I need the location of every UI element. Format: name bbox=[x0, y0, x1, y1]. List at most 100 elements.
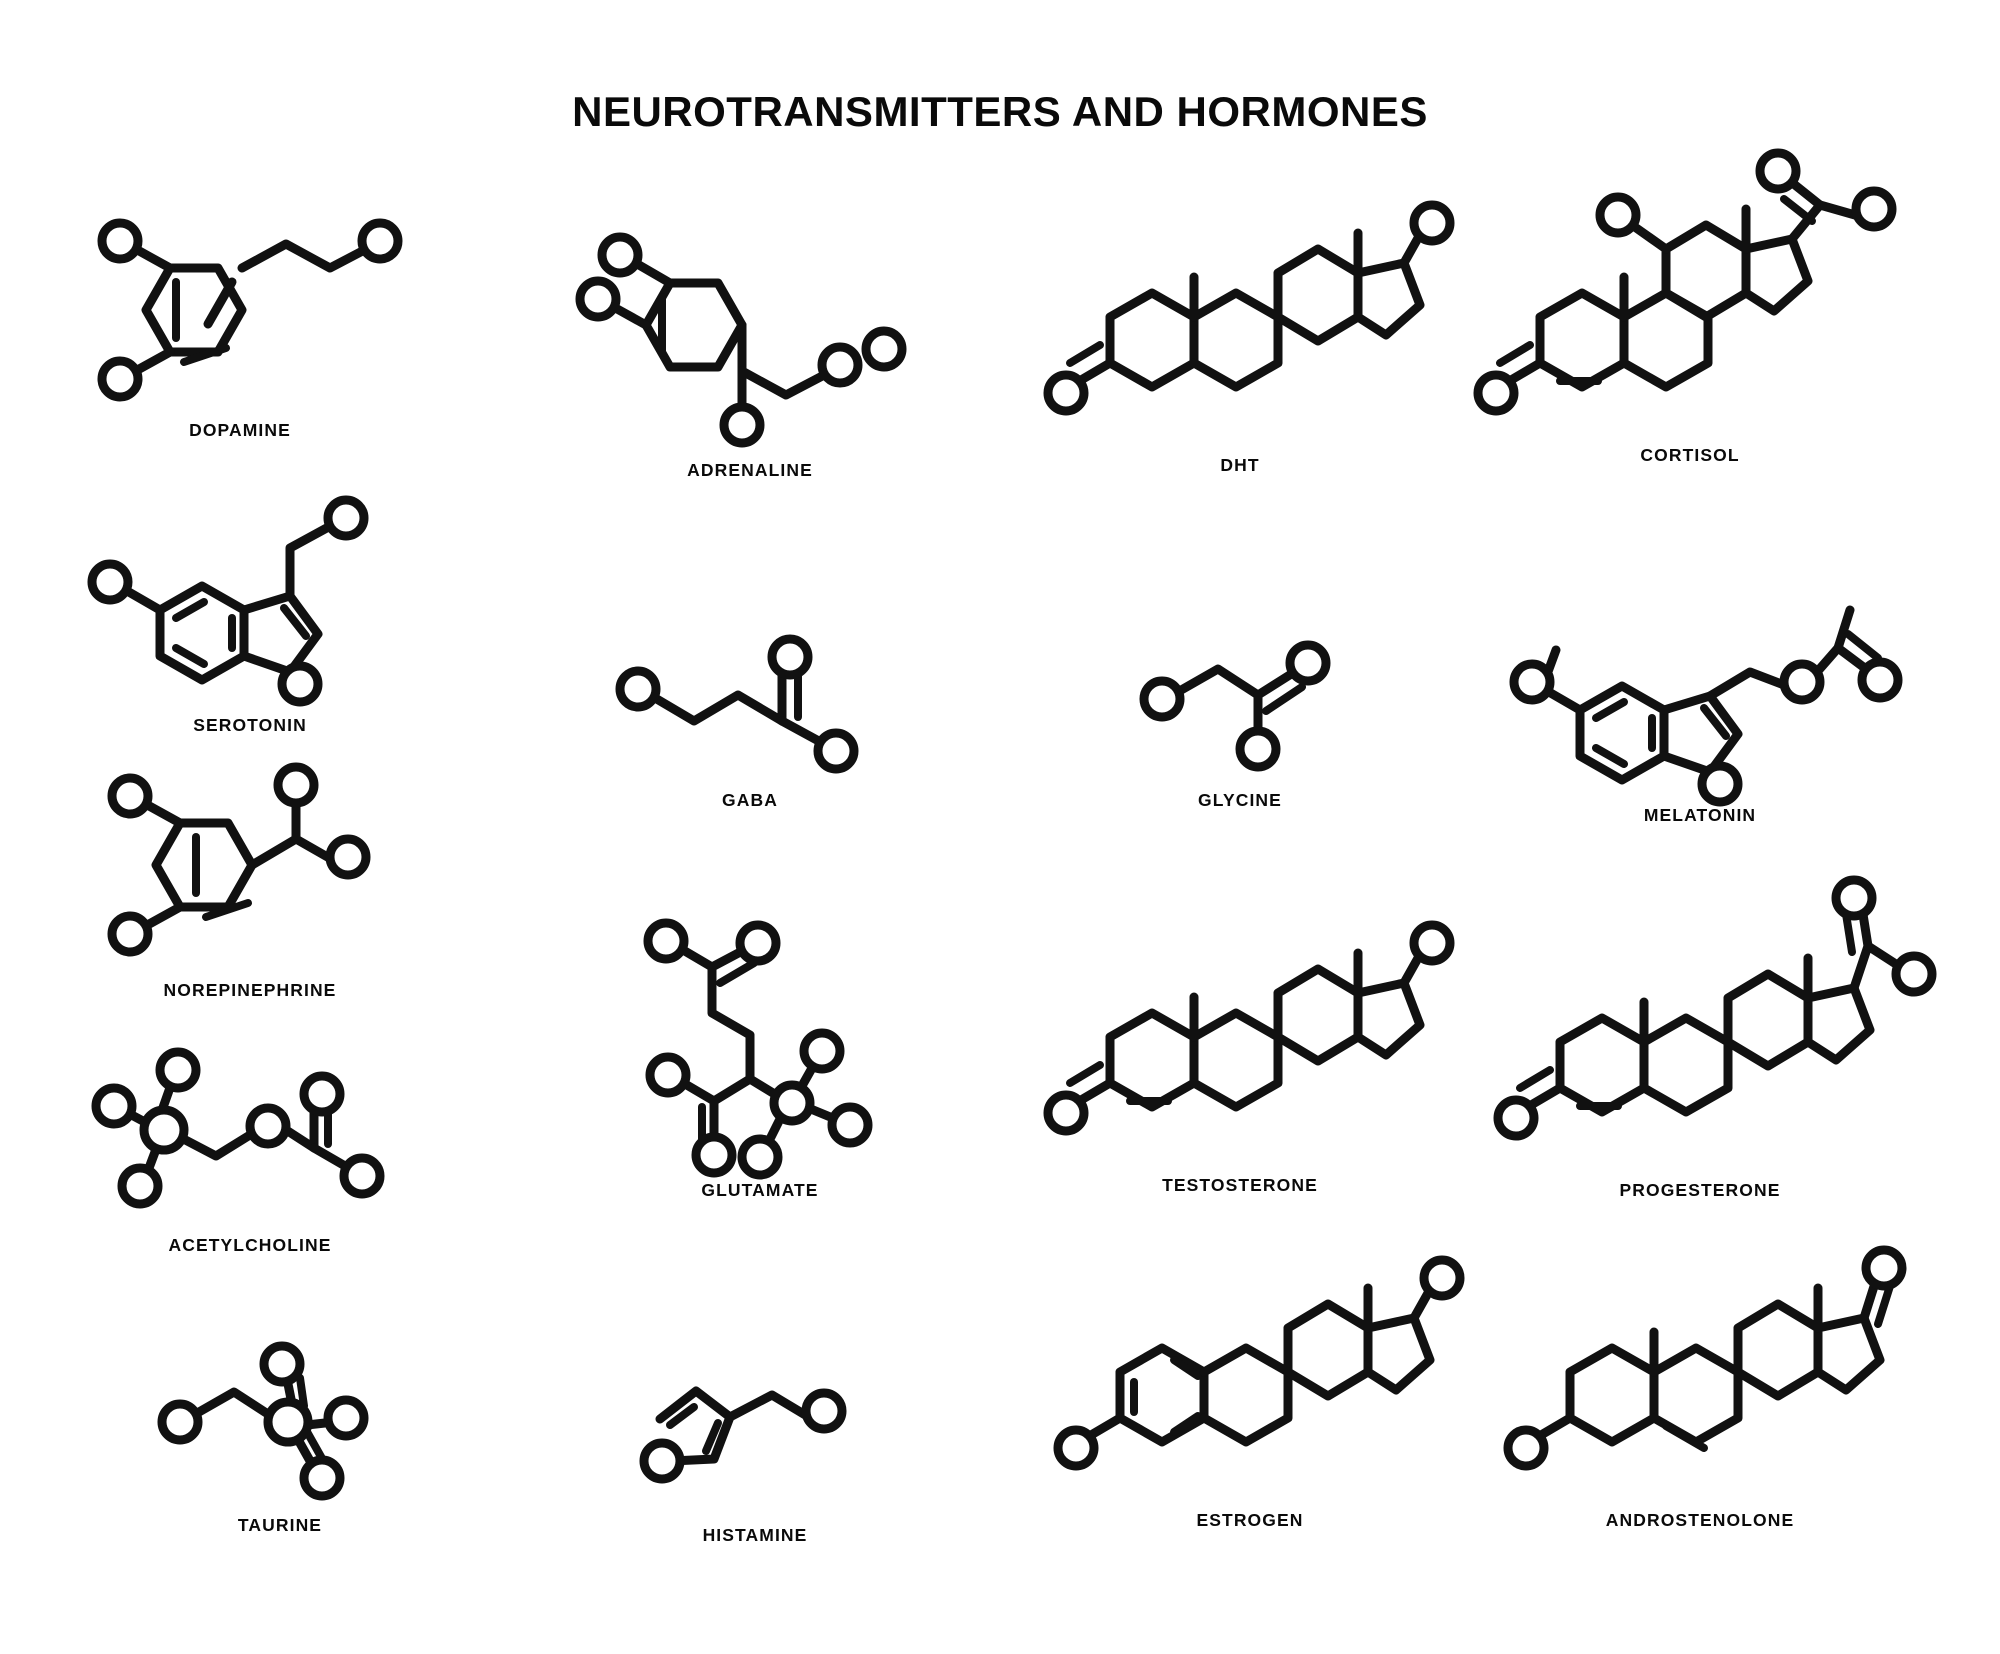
histamine-structure bbox=[639, 1386, 847, 1484]
atom-hydrogen bbox=[799, 1028, 845, 1074]
label-adrenaline: ADRENALINE bbox=[687, 460, 813, 480]
molecule-progesterone: PROGESTERONE bbox=[1493, 875, 1937, 1200]
atom-sulfonyl-oxygen bbox=[259, 1341, 305, 1387]
molecule-melatonin: MELATONIN bbox=[1509, 590, 1903, 825]
label-progesterone: PROGESTERONE bbox=[1619, 1180, 1781, 1200]
cortisol-structure bbox=[1473, 148, 1897, 416]
atom-hydroxyl bbox=[813, 728, 859, 774]
atom-amide-nitrogen bbox=[1779, 659, 1825, 705]
atom-hydroxyl bbox=[1419, 1255, 1465, 1301]
atom-ketone-oxygen bbox=[1755, 148, 1801, 194]
atom-hydroxyl bbox=[87, 559, 133, 605]
atom-hydroxyl bbox=[1503, 1425, 1549, 1471]
atom-hydroxyl bbox=[719, 402, 765, 448]
atom-hydroxyl bbox=[323, 1395, 369, 1441]
atom-hydroxyl bbox=[97, 356, 143, 402]
atom-ketone-oxygen bbox=[299, 1071, 345, 1117]
atom-hydroxyl bbox=[1409, 200, 1455, 246]
atom-quaternary-nitrogen bbox=[139, 1105, 189, 1155]
atom-ketone-oxygen bbox=[1285, 640, 1331, 686]
molecule-androstenolone: ANDROSTENOLONE bbox=[1503, 1245, 1907, 1530]
atom-hydroxyl bbox=[107, 773, 153, 819]
molecule-dopamine: DOPAMINE bbox=[80, 218, 403, 440]
label-dopamine: DOPAMINE bbox=[189, 420, 291, 440]
atom-hydroxyl bbox=[97, 218, 143, 264]
molecule-gaba: GABA bbox=[615, 634, 880, 810]
atom-methyl bbox=[1891, 951, 1937, 997]
atom-hydroxyl bbox=[645, 1052, 691, 1098]
page-title: NEUROTRANSMITTERS AND HORMONES bbox=[572, 88, 1428, 135]
atom-methyl bbox=[339, 1153, 385, 1199]
glutamate-structure bbox=[643, 918, 873, 1180]
glycine-structure bbox=[1139, 640, 1331, 772]
atom-ketone-oxygen bbox=[1043, 370, 1089, 416]
molecule-dht: DHT bbox=[1043, 200, 1455, 475]
atom-methyl bbox=[117, 1163, 163, 1209]
label-serotonin: SEROTONIN bbox=[193, 715, 307, 735]
atom-amine bbox=[817, 342, 863, 388]
atom-amine-nitrogen bbox=[769, 1080, 815, 1126]
melatonin-structure bbox=[1509, 605, 1903, 807]
atom-hydroxyl bbox=[1409, 920, 1455, 966]
atom-ketone-oxygen bbox=[1831, 875, 1877, 921]
adrenaline-structure bbox=[575, 232, 907, 448]
atom-ketone-oxygen bbox=[1861, 1245, 1907, 1291]
atom-amine bbox=[615, 666, 661, 712]
atom-hydroxyl bbox=[1595, 192, 1641, 238]
atom-amine bbox=[801, 1388, 847, 1434]
atom-phenol-hydroxyl bbox=[1053, 1425, 1099, 1471]
atom-hydroxyl bbox=[273, 762, 319, 808]
molecule-testosterone: TESTOSTERONE bbox=[1043, 920, 1455, 1195]
atom-ring-nitrogen bbox=[1697, 761, 1743, 807]
molecule-glutamate: GLUTAMATE bbox=[630, 918, 890, 1200]
atom-ketone-oxygen bbox=[735, 920, 781, 966]
label-glycine: GLYCINE bbox=[1198, 790, 1282, 810]
atom-ketone-oxygen bbox=[691, 1132, 737, 1178]
atom-ketone-oxygen bbox=[1043, 1090, 1089, 1136]
label-dht: DHT bbox=[1220, 455, 1260, 475]
progesterone-structure bbox=[1493, 875, 1937, 1141]
label-gaba: GABA bbox=[722, 790, 778, 810]
label-acetylcholine: ACETYLCHOLINE bbox=[168, 1235, 332, 1255]
molecule-estrogen: ESTROGEN bbox=[1053, 1255, 1465, 1530]
acetylcholine-structure bbox=[91, 1047, 385, 1209]
atom-hydroxyl bbox=[1235, 726, 1281, 772]
atom-amine bbox=[323, 495, 369, 541]
atom-hydroxyl bbox=[107, 911, 153, 957]
label-cortisol: CORTISOL bbox=[1640, 445, 1740, 465]
molecule-serotonin: SEROTONIN bbox=[87, 490, 400, 735]
label-testosterone: TESTOSTERONE bbox=[1162, 1175, 1318, 1195]
label-androstenolone: ANDROSTENOLONE bbox=[1605, 1510, 1795, 1530]
atom-methyl bbox=[155, 1047, 201, 1093]
atom-ester-oxygen bbox=[245, 1103, 291, 1149]
atom-ketone-oxygen bbox=[1857, 657, 1903, 703]
atom-hydrogen bbox=[737, 1134, 783, 1180]
atom-ring-nitrogen bbox=[277, 661, 323, 707]
atom-methyl bbox=[91, 1083, 137, 1129]
molecule-adrenaline: ADRENALINE bbox=[575, 232, 910, 480]
taurine-structure bbox=[157, 1341, 369, 1501]
atom-methoxy-oxygen bbox=[1509, 659, 1555, 705]
label-estrogen: ESTROGEN bbox=[1196, 1510, 1304, 1530]
molecule-acetylcholine: ACETYLCHOLINE bbox=[91, 1047, 400, 1255]
atom-hydrogen bbox=[827, 1102, 873, 1148]
atom-ketone-oxygen bbox=[1473, 370, 1519, 416]
molecule-glycine: GLYCINE bbox=[1139, 640, 1340, 810]
label-histamine: HISTAMINE bbox=[702, 1525, 808, 1545]
atom-amine bbox=[357, 218, 403, 264]
molecule-cortisol: CORTISOL bbox=[1473, 148, 1897, 465]
atom-ketone-oxygen bbox=[767, 634, 813, 680]
label-melatonin: MELATONIN bbox=[1643, 805, 1757, 825]
label-taurine: TAURINE bbox=[237, 1515, 323, 1535]
atom-amine bbox=[1139, 676, 1185, 722]
atom-hydroxyl bbox=[597, 232, 643, 278]
atom-methyl bbox=[861, 326, 907, 372]
molecule-taurine: TAURINE bbox=[150, 1341, 410, 1535]
testosterone-structure bbox=[1043, 920, 1455, 1136]
androstenolone-structure bbox=[1503, 1245, 1907, 1471]
molecule-histamine: HISTAMINE bbox=[630, 1375, 880, 1545]
atom-hydroxyl bbox=[1851, 186, 1897, 232]
label-norepinephrine: NOREPINEPHRINE bbox=[163, 980, 337, 1000]
atom-amine bbox=[325, 834, 371, 880]
dht-structure bbox=[1043, 200, 1455, 416]
